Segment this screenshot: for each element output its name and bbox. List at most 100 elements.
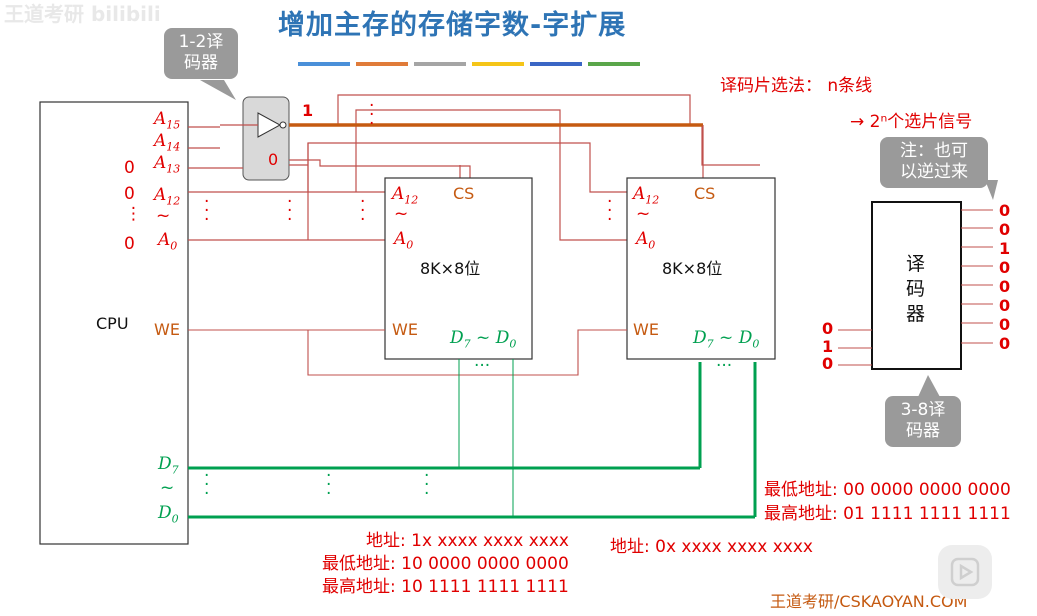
ellipsis-dots: ··· <box>369 96 375 134</box>
chip2-addr-bottom: A0 <box>636 229 656 252</box>
chip2-size: 8K×8位 <box>662 259 723 278</box>
decoder-output: 0 <box>999 201 1011 220</box>
decoder-output: 0 <box>999 277 1011 296</box>
page-title: 增加主存的存储字数-字扩展 <box>278 10 627 41</box>
ellipsis-dots: ··· <box>424 466 430 504</box>
chip1-lowest-address: 最低地址: 10 0000 0000 0000 <box>322 554 569 574</box>
watermark: 王道考研 bilibili <box>4 2 161 26</box>
cpu-pin-a13: A13 <box>154 153 181 176</box>
cpu-addr-value: 0 <box>124 234 135 254</box>
chip2-lowest-address: 最低地址: 00 0000 0000 0000 <box>764 480 1011 500</box>
cpu-box <box>39 101 189 545</box>
callout-line: 1-2译 <box>178 32 224 52</box>
chip1-box <box>384 177 533 360</box>
small-decoder-callout-pointer <box>200 80 236 100</box>
chip1-highest-address: 最高地址: 10 1111 1111 1111 <box>322 577 569 597</box>
cpu-data-d7: D7 <box>158 454 179 477</box>
small-decoder-callout: 1-2译 码器 <box>164 28 238 79</box>
decoder-out-high: 1 <box>302 101 314 120</box>
big-decoder-callout-pointer <box>918 375 940 397</box>
ellipsis-dots: ··· <box>204 466 210 504</box>
decoder-label-char: 码 <box>906 278 926 300</box>
decoder-label-char: 器 <box>906 303 926 325</box>
decoder-input: 0 <box>822 319 834 338</box>
footer-brand: 王道考研/CSKAOYAN.COM <box>770 592 968 611</box>
play-icon <box>950 557 980 587</box>
chip1-data: D7 ~ D0 <box>450 328 517 351</box>
title-color-bar <box>588 62 640 66</box>
cpu-pin-a14: A14 <box>154 131 181 154</box>
big-decoder-pins <box>838 209 993 366</box>
chip1-addr-sep: ~ <box>394 204 409 224</box>
chip2-data: D7 ~ D0 <box>693 328 760 351</box>
ellipsis-dots: ··· <box>474 356 491 376</box>
title-color-bar <box>414 62 466 66</box>
cpu-pin-a15: A15 <box>154 109 181 132</box>
decoder-output: 0 <box>999 220 1011 239</box>
title-color-bar <box>530 62 582 66</box>
chip1-addr-top: A12 <box>392 184 419 207</box>
title-color-bars <box>298 62 640 66</box>
chip2-highest-address: 最高地址: 01 1111 1111 1111 <box>764 504 1011 524</box>
big-decoder-label: 译 码 器 <box>906 252 925 327</box>
decoder-output: 0 <box>999 334 1011 353</box>
callout-line: 注：也可 <box>900 141 968 161</box>
play-button[interactable] <box>938 545 992 599</box>
chip1-addr-bottom: A0 <box>394 229 414 252</box>
callout-line: 3-8译 <box>900 400 946 420</box>
note-callout-pointer <box>985 180 998 200</box>
we-lines <box>188 329 627 376</box>
ellipsis-dots: ··· <box>360 192 366 230</box>
callout-line: 以逆过来 <box>900 162 968 183</box>
inverter-bubble-icon <box>279 121 287 129</box>
decoder-output: 0 <box>999 296 1011 315</box>
cpu-addr-value: 0 <box>124 184 135 204</box>
cpu-data-tilde: ~ <box>160 478 175 498</box>
chip1-size: 8K×8位 <box>420 259 481 278</box>
decoder-output: 1 <box>999 239 1011 258</box>
ellipsis-dots: ··· <box>204 192 210 230</box>
cpu-we-label: WE <box>154 320 180 339</box>
decoder-input: 1 <box>822 336 834 356</box>
ellipsis-dots: ··· <box>716 356 733 376</box>
chip2-addr-sep: ~ <box>636 204 651 224</box>
decoder-inputs: 0 1 0 <box>822 320 833 373</box>
chip2-box <box>626 177 776 360</box>
chip2-we: WE <box>633 320 659 339</box>
decoder-output: 0 <box>999 315 1011 334</box>
chip2-addr-top: A12 <box>633 184 660 207</box>
callout-line: 码器 <box>906 421 940 442</box>
select-method-note: 译码片选法： n条线 <box>720 76 873 96</box>
ellipsis-dots: ··· <box>287 192 293 230</box>
big-decoder-callout: 3-8译 码器 <box>885 396 961 447</box>
ellipsis-dots: ··· <box>607 192 613 230</box>
decoder-label-char: 译 <box>906 253 926 275</box>
decoder-outputs: 0 0 1 0 0 0 0 0 <box>999 201 1010 353</box>
cpu-address-lines <box>188 94 760 241</box>
title-color-bar <box>356 62 408 66</box>
title-color-bar <box>298 62 350 66</box>
cpu-data-d0: D0 <box>158 503 179 526</box>
cpu-addr-value: 0 <box>124 158 135 178</box>
ellipsis-dots: ··· <box>326 466 332 504</box>
decoder-output: 0 <box>999 258 1011 277</box>
cpu-pin-a0: A0 <box>158 230 178 253</box>
cpu-pin-a12: A12 <box>154 185 181 208</box>
small-decoder-box <box>242 96 290 181</box>
arrow-signals-note: → 2ⁿ个选片信号 <box>850 112 973 132</box>
decoder-input: 0 <box>822 354 834 373</box>
title-color-bar <box>472 62 524 66</box>
cs1-line <box>289 159 471 178</box>
decoder-out-low: 0 <box>268 150 279 169</box>
callout-line: 码器 <box>184 53 218 74</box>
cpu-pin-tilde: ~ <box>156 206 171 226</box>
chip1-cs: CS <box>453 184 475 203</box>
cpu-label: CPU <box>96 314 129 333</box>
note-callout: 注：也可 以逆过来 <box>880 137 988 188</box>
chip2-cs: CS <box>694 184 716 203</box>
data-lines <box>188 359 757 519</box>
chip1-address-pattern: 地址: 1x xxxx xxxx xxxx <box>366 531 569 551</box>
cpu-addr-value: ⋮ <box>125 204 142 224</box>
chip2-address-pattern: 地址: 0x xxxx xxxx xxxx <box>610 537 813 557</box>
